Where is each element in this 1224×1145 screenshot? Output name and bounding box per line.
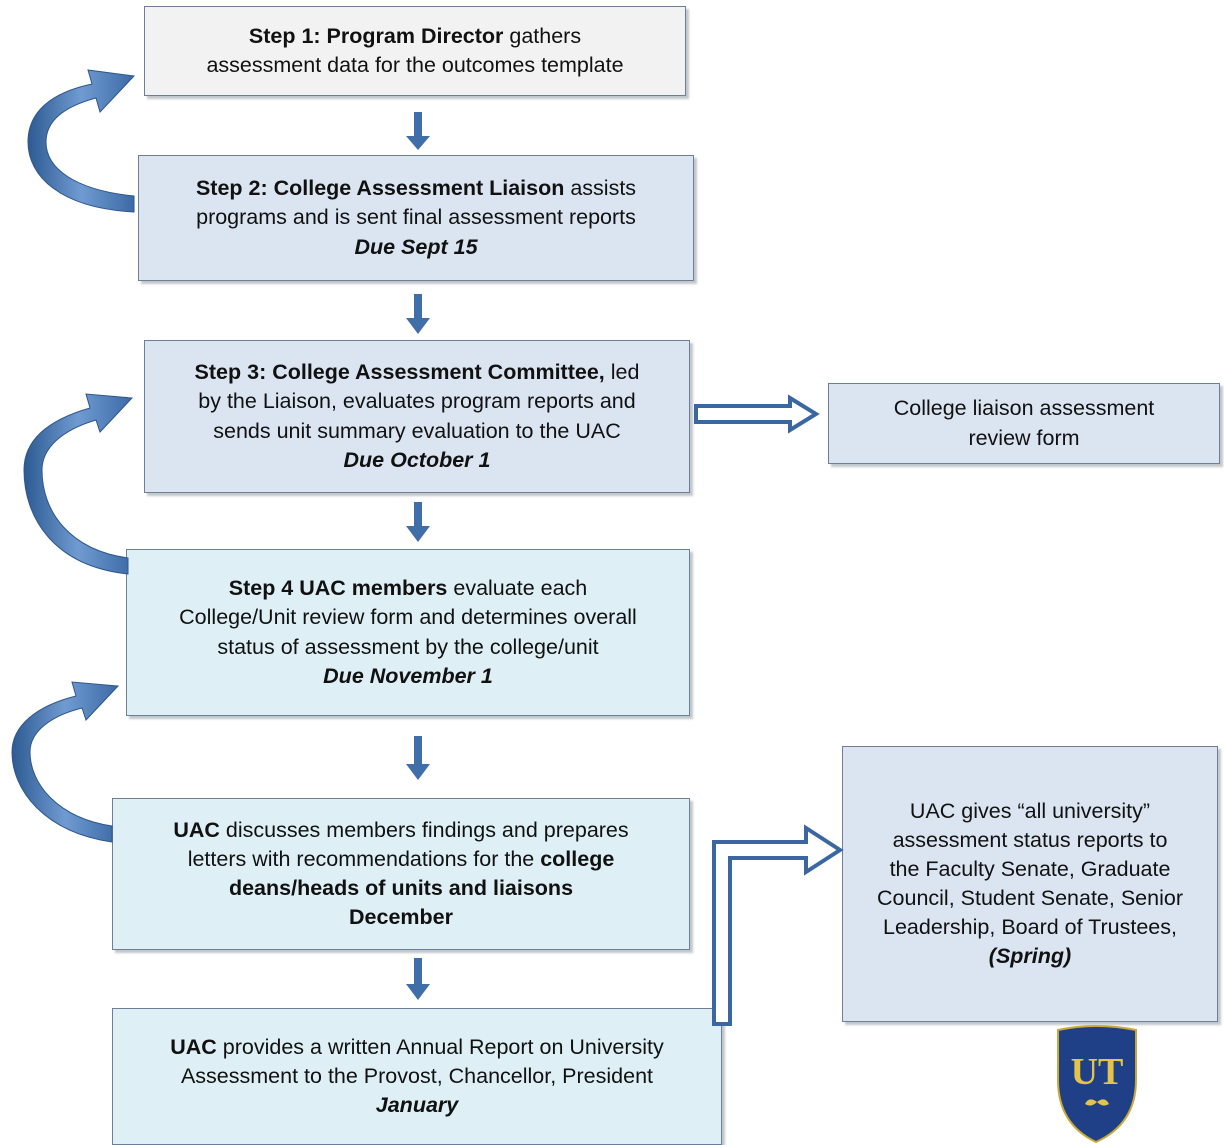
step-4-due: Due November 1 bbox=[323, 663, 493, 688]
all-university-line-2: assessment status reports to bbox=[892, 827, 1168, 852]
step-4-line-3: status of assessment by the college/unit bbox=[217, 634, 599, 659]
uac-annual-report-due: January bbox=[375, 1093, 459, 1117]
curved-arrow-2 bbox=[23, 393, 134, 575]
all-university-line-3: the Faculty Senate, Graduate bbox=[889, 856, 1171, 881]
all-university-line-4: Council, Student Senate, Senior bbox=[877, 886, 1183, 910]
down-arrow-1 bbox=[406, 112, 430, 150]
step-3-line-1: Step 3: College Assessment Committee, le… bbox=[194, 360, 640, 385]
right-arrow-review-form bbox=[694, 394, 820, 434]
all-university-box: UAC gives “all university” assessment st… bbox=[842, 746, 1218, 1022]
step-1-line-1: Step 1: Program Director gathers bbox=[248, 23, 582, 48]
down-arrow-4 bbox=[406, 736, 430, 780]
review-form-box: College liaison assessment review form bbox=[828, 383, 1220, 464]
all-university-line-1: UAC gives “all university” bbox=[909, 798, 1151, 823]
uac-annual-report-box: UAC provides a written Annual Report on … bbox=[112, 1008, 722, 1145]
step-3-line-2: by the Liaison, evaluates program report… bbox=[198, 389, 636, 414]
uac-annual-report-line-1: UAC provides a written Annual Report on … bbox=[170, 1034, 664, 1059]
step-4-line-1: Step 4 UAC members evaluate each bbox=[228, 576, 588, 601]
step-4-box: Step 4 UAC members evaluate each College… bbox=[126, 549, 690, 716]
down-arrow-5 bbox=[406, 958, 430, 1000]
review-form-line-1: College liaison assessment bbox=[893, 396, 1155, 421]
curved-arrow-3 bbox=[11, 681, 120, 843]
step-3-line-3: sends unit summary evaluation to the UAC bbox=[213, 418, 621, 443]
uac-discusses-due: December bbox=[349, 905, 453, 930]
step-2-line-1: Step 2: College Assessment Liaison assis… bbox=[195, 176, 637, 201]
logo-letters: UT bbox=[1071, 1051, 1124, 1093]
shield-icon bbox=[1057, 1025, 1137, 1144]
step-2-box: Step 2: College Assessment Liaison assis… bbox=[138, 155, 694, 281]
uac-discusses-box: UAC discusses members findings and prepa… bbox=[112, 798, 690, 950]
uac-discusses-line-2: letters with recommendations for the col… bbox=[187, 846, 615, 871]
ut-logo: UT bbox=[1057, 1025, 1137, 1144]
uac-discusses-line-3: deans/heads of units and liaisons bbox=[228, 876, 574, 900]
all-university-line-5: Leadership, Board of Trustees, bbox=[882, 915, 1177, 940]
review-form-line-2: review form bbox=[968, 425, 1080, 450]
step-3-box: Step 3: College Assessment Committee, le… bbox=[144, 340, 690, 493]
curved-arrow-1 bbox=[27, 69, 136, 213]
down-arrow-2 bbox=[406, 294, 430, 334]
step-3-due: Due October 1 bbox=[343, 447, 491, 472]
all-university-due: (Spring) bbox=[988, 944, 1072, 969]
step-2-due: Due Sept 15 bbox=[354, 234, 478, 259]
uac-annual-report-line-2: Assessment to the Provost, Chancellor, P… bbox=[180, 1063, 654, 1088]
leaf-icon bbox=[1085, 1099, 1109, 1106]
down-arrow-3 bbox=[406, 502, 430, 542]
step-1-box: Step 1: Program Director gathers assessm… bbox=[144, 6, 686, 96]
step-2-line-2: programs and is sent final assessment re… bbox=[196, 205, 636, 230]
uac-discusses-line-1: UAC discusses members findings and prepa… bbox=[173, 817, 629, 842]
step-4-line-2: College/Unit review form and determines … bbox=[179, 605, 637, 630]
step-1-line-2: assessment data for the outcomes templat… bbox=[206, 53, 624, 77]
elbow-arrow-all-university bbox=[712, 824, 844, 1026]
